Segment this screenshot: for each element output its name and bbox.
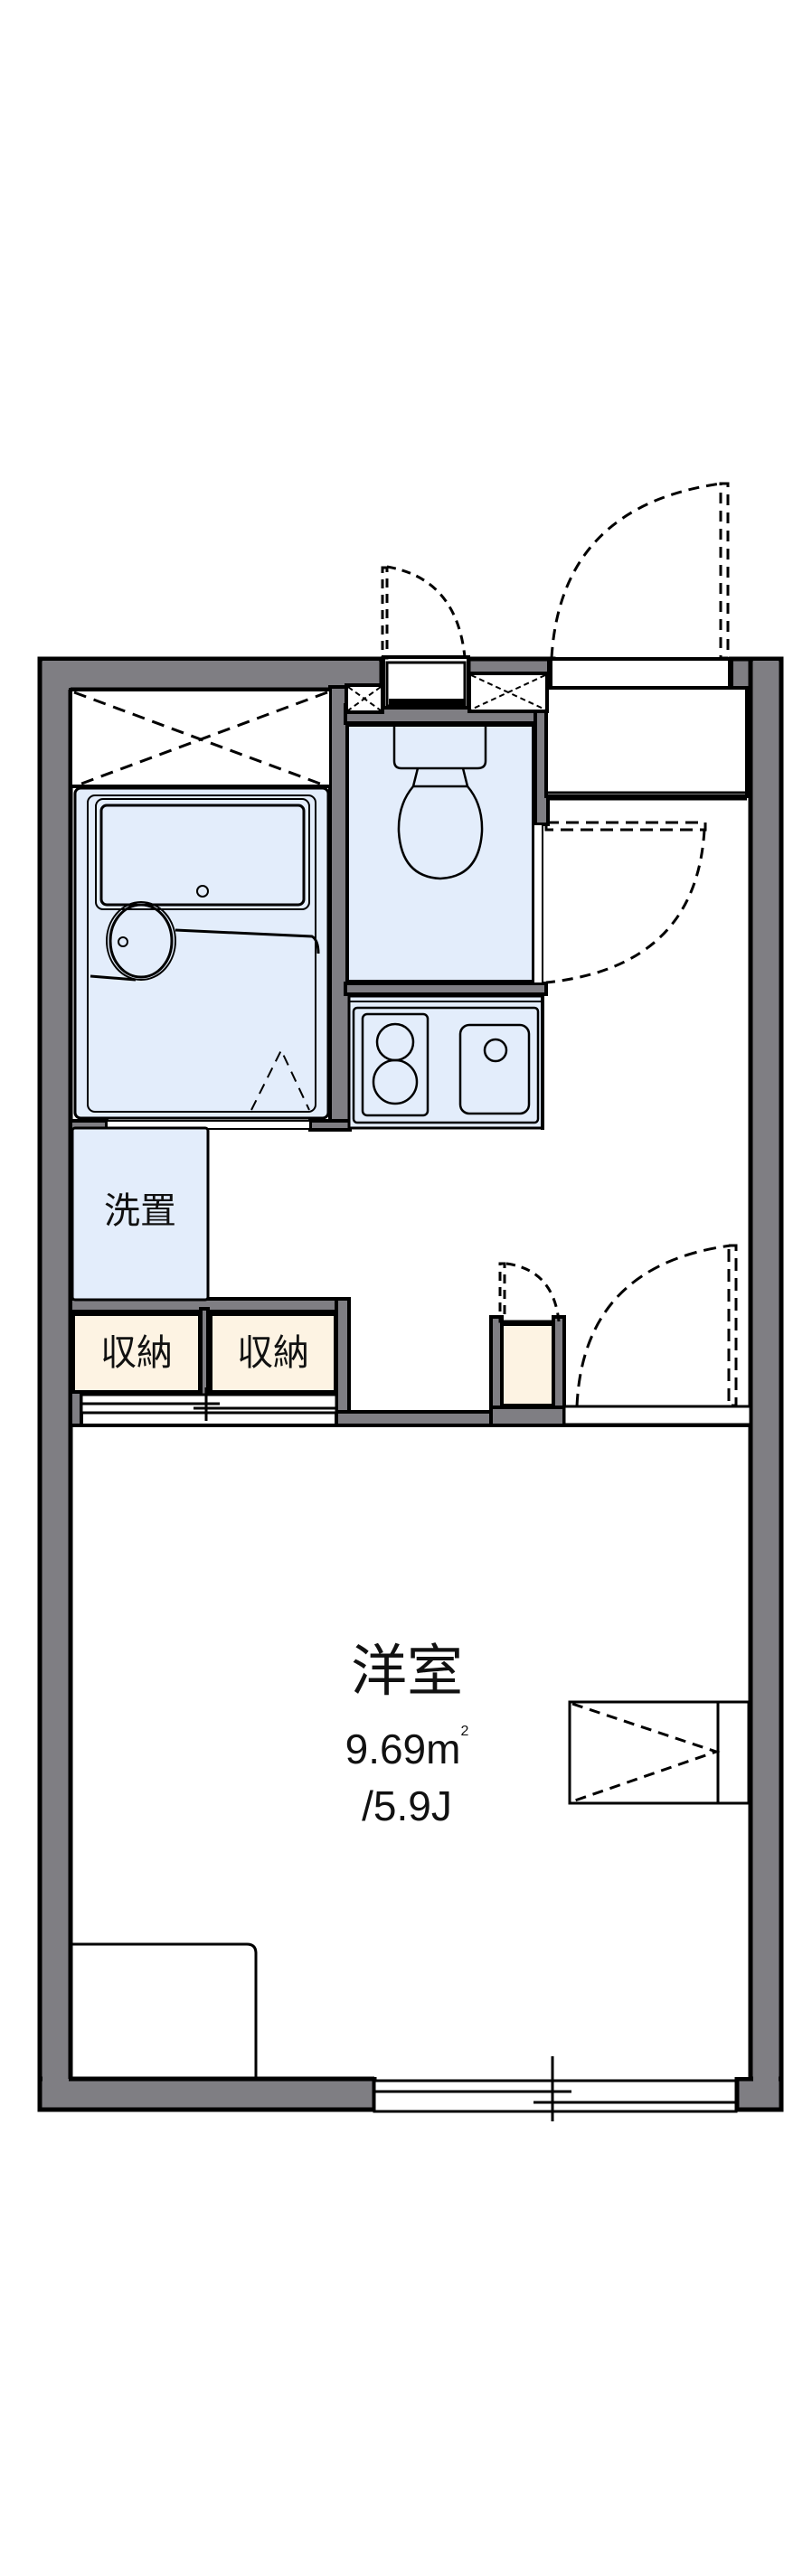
unit-bath bbox=[72, 691, 330, 1130]
entrance bbox=[544, 482, 749, 801]
interior-walls bbox=[69, 685, 566, 1427]
main-room-area: 9.69m2 bbox=[289, 1725, 524, 1772]
area-unit-superscript: 2 bbox=[460, 1724, 469, 1739]
storage-units bbox=[71, 1312, 338, 1421]
toilet-room bbox=[345, 723, 543, 984]
refrigerator-space bbox=[72, 1942, 258, 2079]
area-value: 9.69m bbox=[345, 1725, 461, 1772]
pipe-space bbox=[345, 565, 549, 714]
washer-space-label: 洗置 bbox=[104, 1190, 176, 1232]
storage-2-label: 収納 bbox=[237, 1332, 309, 1374]
kitchen bbox=[347, 994, 544, 1130]
main-room-jo: /5.9J bbox=[362, 1782, 452, 1829]
toilet-door bbox=[544, 821, 707, 984]
closet-right bbox=[568, 1700, 751, 1805]
shoe-cabinet bbox=[498, 1262, 561, 1407]
main-room-label: 洋室 bbox=[350, 1638, 463, 1704]
storage-1-label: 収納 bbox=[100, 1332, 173, 1374]
balcony-window bbox=[373, 2056, 738, 2121]
washer-space bbox=[71, 1126, 210, 1302]
